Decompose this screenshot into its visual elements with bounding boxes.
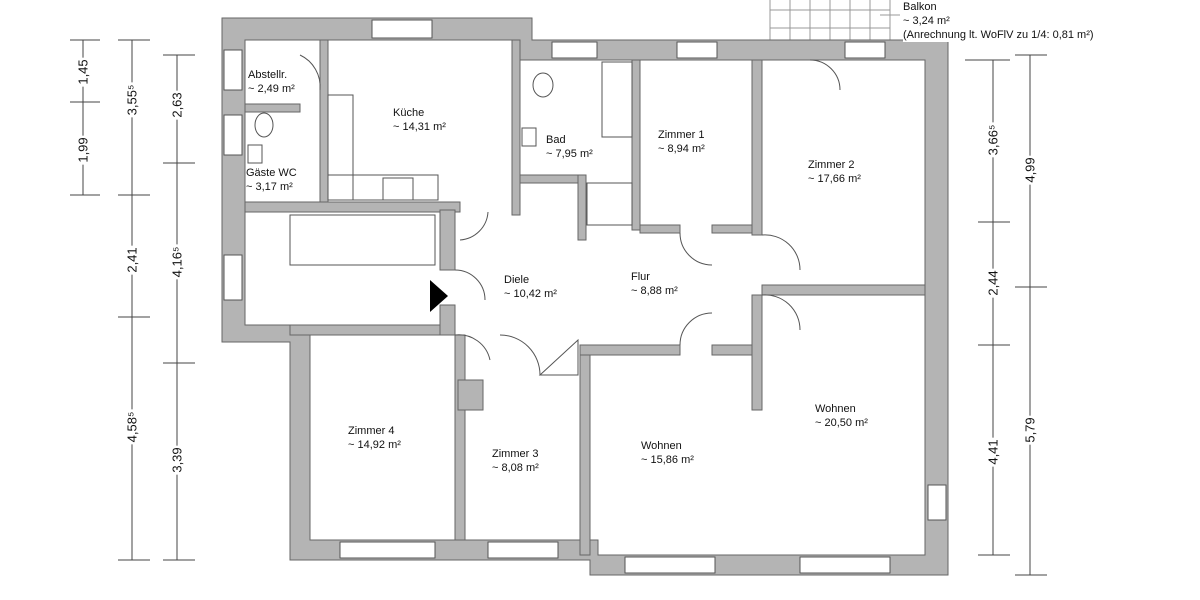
dimension-label: 1,99 bbox=[75, 135, 91, 165]
room-name: Zimmer 1 bbox=[658, 129, 705, 141]
room-area: ~ 17,66 m² bbox=[808, 173, 861, 185]
room-area: ~ 8,94 m² bbox=[658, 143, 705, 155]
room-label-wohnen-2: Wohnen ~ 20,50 m² bbox=[815, 402, 868, 430]
room-name: Zimmer 4 bbox=[348, 425, 395, 437]
dimension-label: 2,63 bbox=[169, 90, 185, 120]
room-label-zimmer-4: Zimmer 4 ~ 14,92 m² bbox=[348, 424, 401, 452]
room-label-gaeste-wc: Gäste WC ~ 3,17 m² bbox=[246, 166, 297, 194]
room-area: ~ 2,49 m² bbox=[248, 83, 295, 95]
room-name: Wohnen bbox=[815, 403, 856, 415]
room-label-diele: Diele ~ 10,42 m² bbox=[504, 273, 557, 301]
dimension-label: 5,79 bbox=[1022, 415, 1038, 445]
room-name: Bad bbox=[546, 134, 566, 146]
dimension-label: 3,66⁵ bbox=[985, 122, 1001, 158]
dimension-label: 3,39 bbox=[169, 445, 185, 475]
room-label-bad: Bad ~ 7,95 m² bbox=[546, 133, 593, 161]
entrance-marker-icon bbox=[430, 280, 448, 312]
balcony-grid bbox=[769, 0, 900, 41]
room-name: Küche bbox=[393, 107, 425, 119]
room-label-zimmer-1: Zimmer 1 ~ 8,94 m² bbox=[658, 128, 705, 156]
dimension-label: 3,55⁵ bbox=[124, 82, 140, 118]
room-area: ~ 14,92 m² bbox=[348, 439, 401, 451]
room-label-zimmer-2: Zimmer 2 ~ 17,66 m² bbox=[808, 158, 861, 186]
room-name: Zimmer 2 bbox=[808, 159, 855, 171]
dimension-lines bbox=[70, 39, 1047, 576]
balcony-note: (Anrechnung lt. WoFlV zu 1/4: 0,81 m²) bbox=[903, 29, 1094, 41]
room-area: ~ 20,50 m² bbox=[815, 417, 868, 429]
dimension-label: 4,41 bbox=[985, 437, 1001, 467]
room-label-kueche: Küche ~ 14,31 m² bbox=[393, 106, 446, 134]
dimension-label: 2,44 bbox=[985, 268, 1001, 298]
balcony-label: Balkon ~ 3,24 m² (Anrechnung lt. WoFlV zu … bbox=[903, 0, 1094, 42]
room-name: Flur bbox=[631, 271, 650, 283]
balcony-area: ~ 3,24 m² bbox=[903, 15, 950, 27]
room-name: Diele bbox=[504, 274, 530, 286]
room-name: Abstellr. bbox=[248, 69, 288, 81]
room-area: ~ 3,17 m² bbox=[246, 181, 293, 193]
room-name: Wohnen bbox=[641, 440, 682, 452]
room-label-flur: Flur ~ 8,88 m² bbox=[631, 270, 678, 298]
balcony-name: Balkon bbox=[903, 1, 937, 13]
dimension-label: 2,41 bbox=[124, 245, 140, 275]
room-area: ~ 7,95 m² bbox=[546, 148, 593, 160]
fixtures bbox=[247, 61, 633, 266]
dimension-label: 4,99 bbox=[1022, 155, 1038, 185]
doors bbox=[299, 54, 841, 376]
room-name: Gäste WC bbox=[246, 167, 297, 179]
dimension-label: 4,16⁵ bbox=[169, 244, 185, 280]
windows bbox=[223, 19, 947, 574]
room-area: ~ 10,42 m² bbox=[504, 288, 557, 300]
dimension-label: 1,45 bbox=[75, 57, 91, 87]
room-area: ~ 14,31 m² bbox=[393, 121, 446, 133]
dimension-label: 4,58⁵ bbox=[124, 409, 140, 445]
room-name: Zimmer 3 bbox=[492, 448, 539, 460]
room-label-abstellraum: Abstellr. ~ 2,49 m² bbox=[248, 68, 295, 96]
room-label-zimmer-3: Zimmer 3 ~ 8,08 m² bbox=[492, 447, 539, 475]
room-area: ~ 8,88 m² bbox=[631, 285, 678, 297]
room-area: ~ 8,08 m² bbox=[492, 462, 539, 474]
interior-walls bbox=[244, 39, 926, 556]
room-area: ~ 15,86 m² bbox=[641, 454, 694, 466]
room-label-wohnen-1: Wohnen ~ 15,86 m² bbox=[641, 439, 694, 467]
